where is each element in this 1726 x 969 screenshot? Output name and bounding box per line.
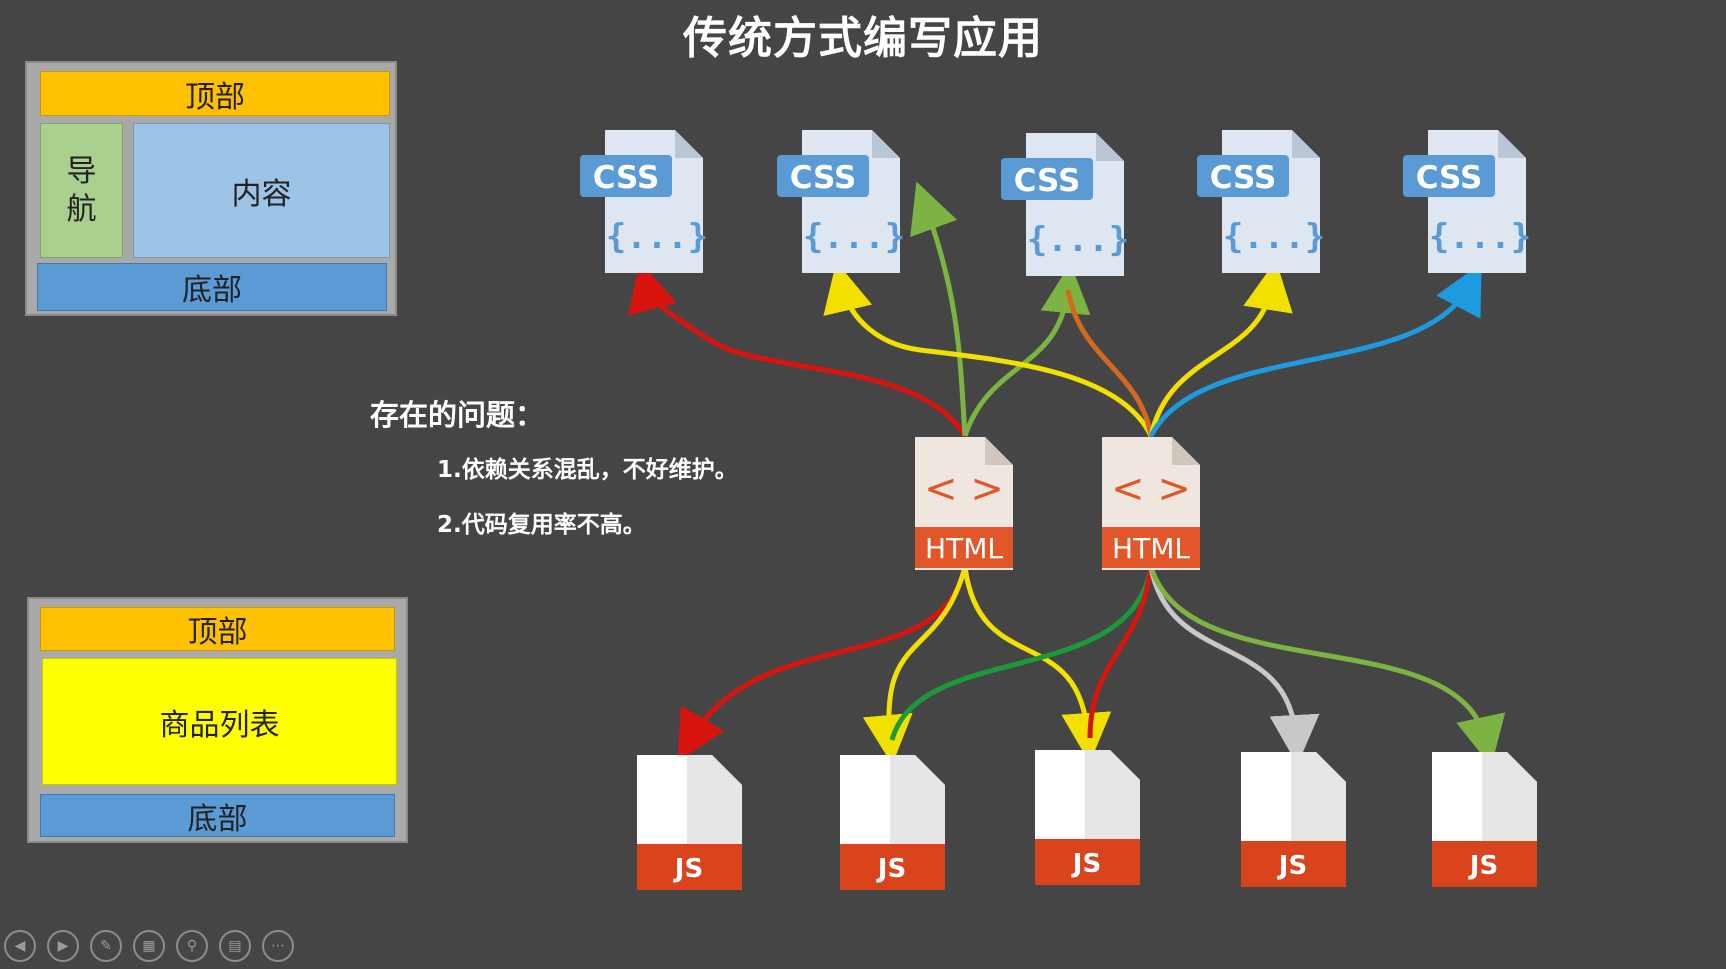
layout-diagram-2: 顶部 商品列表 底部 — [27, 597, 408, 843]
css-label: CSS — [593, 160, 660, 196]
prev-icon[interactable]: ◀ — [4, 930, 36, 962]
css-connections — [628, 181, 1482, 438]
layout1-content-block: 内容 — [133, 123, 390, 258]
layout-icon[interactable]: ▦ — [133, 930, 165, 962]
css-badge — [1001, 158, 1093, 200]
css-file-icon: CSS {...} — [580, 130, 708, 273]
css-page-fold — [675, 130, 703, 158]
html-label: HTML — [925, 532, 1003, 565]
js-file-icon: JS — [1035, 750, 1140, 885]
js-page-shade — [1291, 752, 1346, 842]
html-page-fold — [1172, 437, 1200, 465]
css-page-fold — [1096, 133, 1124, 161]
arrow-html2-css4 — [1148, 260, 1293, 437]
js-connections — [677, 566, 1506, 767]
css-braces: {...} — [1223, 217, 1325, 257]
css-files: CSS {...} CSS {...} CSS {...} CSS {...} CSS {...} — [580, 130, 1531, 276]
js-file-icon: JS — [1432, 752, 1537, 887]
js-file-icon: JS — [1241, 752, 1346, 887]
layout1-nav-line2: 航 — [66, 191, 97, 227]
problems-heading: 存在的问题： — [370, 398, 545, 432]
arrow-html2-css2 — [823, 261, 1154, 438]
more-icon[interactable]: ⋯ — [262, 930, 294, 962]
zoom-icon[interactable]: ⚲ — [176, 930, 208, 962]
arrow-html1-css1 — [628, 260, 968, 438]
css-label: CSS — [790, 160, 857, 196]
html-page-fold — [985, 437, 1013, 465]
layout1-top-block: 顶部 — [40, 71, 390, 116]
js-badge — [1035, 839, 1140, 885]
css-file-icon: CSS {...} — [1403, 130, 1531, 273]
js-badge — [1432, 841, 1537, 887]
js-page-shade — [687, 755, 742, 845]
css-page-fold — [872, 130, 900, 158]
arrow-html2-js4 — [1148, 566, 1320, 765]
layout1-nav-line1: 导 — [66, 153, 97, 189]
css-badge — [1403, 155, 1495, 197]
css-braces: {...} — [606, 217, 708, 257]
js-label: JS — [876, 854, 906, 884]
arrow-html2-js5 — [1148, 566, 1506, 767]
layout2-bottom-block: 底部 — [40, 794, 395, 837]
js-page-shade — [890, 755, 945, 845]
css-file-icon: CSS {...} — [1001, 133, 1129, 276]
arrow-html2-css3 — [1065, 289, 1154, 437]
layout-diagram-1: 顶部 导 航 内容 底部 — [25, 61, 397, 316]
html-badge — [1102, 527, 1200, 568]
layout1-bottom-block: 底部 — [37, 263, 387, 311]
problem-item-1: 1.依赖关系混乱，不好维护。 — [437, 457, 738, 483]
css-label: CSS — [1416, 160, 1483, 196]
layout1-nav-block: 导 航 — [40, 123, 123, 258]
arrow-html2-js2 — [889, 566, 1154, 741]
layout2-top-block: 顶部 — [40, 607, 395, 651]
html-file-icon: < > HTML — [1102, 437, 1200, 570]
html-files: < > HTML < > HTML — [915, 437, 1200, 570]
js-badge — [840, 844, 945, 890]
arrow-html2-css5 — [1148, 262, 1482, 438]
js-file-icon: JS — [637, 755, 742, 890]
css-braces: {...} — [1027, 220, 1129, 260]
css-braces: {...} — [1429, 217, 1531, 257]
js-label: JS — [1071, 849, 1101, 879]
js-badge — [1241, 841, 1346, 887]
js-file-icon: JS — [840, 755, 945, 890]
html-badge — [915, 527, 1013, 568]
html-code-glyph: < > — [924, 466, 1004, 512]
css-label: CSS — [1210, 160, 1277, 196]
html-file-icon: < > HTML — [915, 437, 1013, 570]
arrow-html1-js2 — [862, 566, 968, 765]
html-label: HTML — [1112, 532, 1190, 565]
page-title: 传统方式编写应用 — [683, 13, 1043, 64]
js-badge — [637, 844, 742, 890]
js-label: JS — [1277, 851, 1307, 881]
presentation-toolbar: ◀ ▶ ✎ ▦ ⚲ ▤ ⋯ — [4, 930, 294, 962]
js-page-shade — [1482, 752, 1537, 842]
css-braces: {...} — [803, 217, 905, 257]
screen-icon[interactable]: ▤ — [219, 930, 251, 962]
css-label: CSS — [1014, 163, 1081, 199]
css-file-icon: CSS {...} — [777, 130, 905, 273]
problem-item-2: 2.代码复用率不高。 — [437, 512, 646, 538]
pen-icon[interactable]: ✎ — [90, 930, 122, 962]
layout2-list-block: 商品列表 — [42, 658, 397, 785]
arrow-html1-css2 — [910, 181, 968, 437]
css-file-icon: CSS {...} — [1197, 130, 1325, 273]
css-badge — [580, 155, 672, 197]
html-code-glyph: < > — [1111, 466, 1191, 512]
css-badge — [777, 155, 869, 197]
css-badge — [1197, 155, 1289, 197]
js-page-shade — [1085, 750, 1140, 840]
arrow-html1-js3 — [962, 566, 1112, 763]
arrow-html2-js3 — [1087, 566, 1154, 739]
js-label: JS — [673, 854, 703, 884]
css-page-fold — [1498, 130, 1526, 158]
next-icon[interactable]: ▶ — [47, 930, 79, 962]
js-label: JS — [1468, 851, 1498, 881]
js-files: JS JS JS JS JS — [637, 750, 1537, 890]
arrow-html1-js1 — [677, 566, 968, 762]
css-page-fold — [1292, 130, 1320, 158]
